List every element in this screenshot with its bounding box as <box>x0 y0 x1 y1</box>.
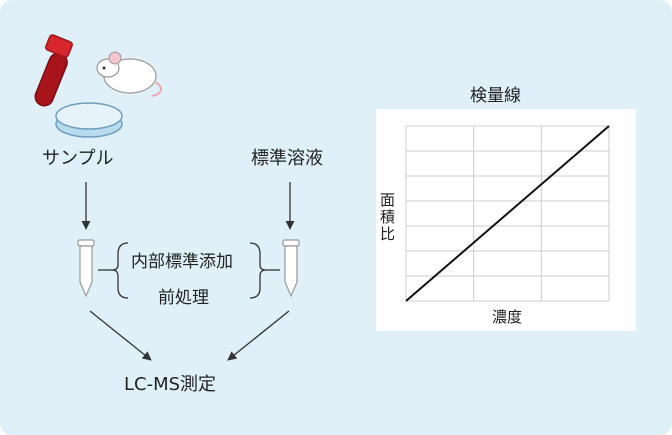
arrow-right-to-lcms <box>227 310 290 361</box>
sample-tube-icon <box>77 239 95 298</box>
standard-tube-icon <box>282 239 300 298</box>
petri-dish-icon <box>55 102 123 138</box>
sample-label: サンプル <box>42 148 114 169</box>
chart-title: 検量線 <box>470 86 521 106</box>
y-axis-label: 面積比 <box>380 191 396 243</box>
x-axis-label: 濃度 <box>492 308 523 326</box>
mouse-icon <box>96 51 163 97</box>
process-label-line2: 前処理 <box>158 288 209 308</box>
arrow-left-to-lcms <box>89 310 152 361</box>
blood-tube-icon <box>34 34 73 107</box>
calibration-line <box>405 125 610 302</box>
standard-solution-label: 標準溶液 <box>251 148 323 169</box>
chart-background <box>376 109 636 331</box>
lcms-label: LC-MS測定 <box>124 374 217 395</box>
process-label-line1: 内部標準添加 <box>131 252 233 272</box>
